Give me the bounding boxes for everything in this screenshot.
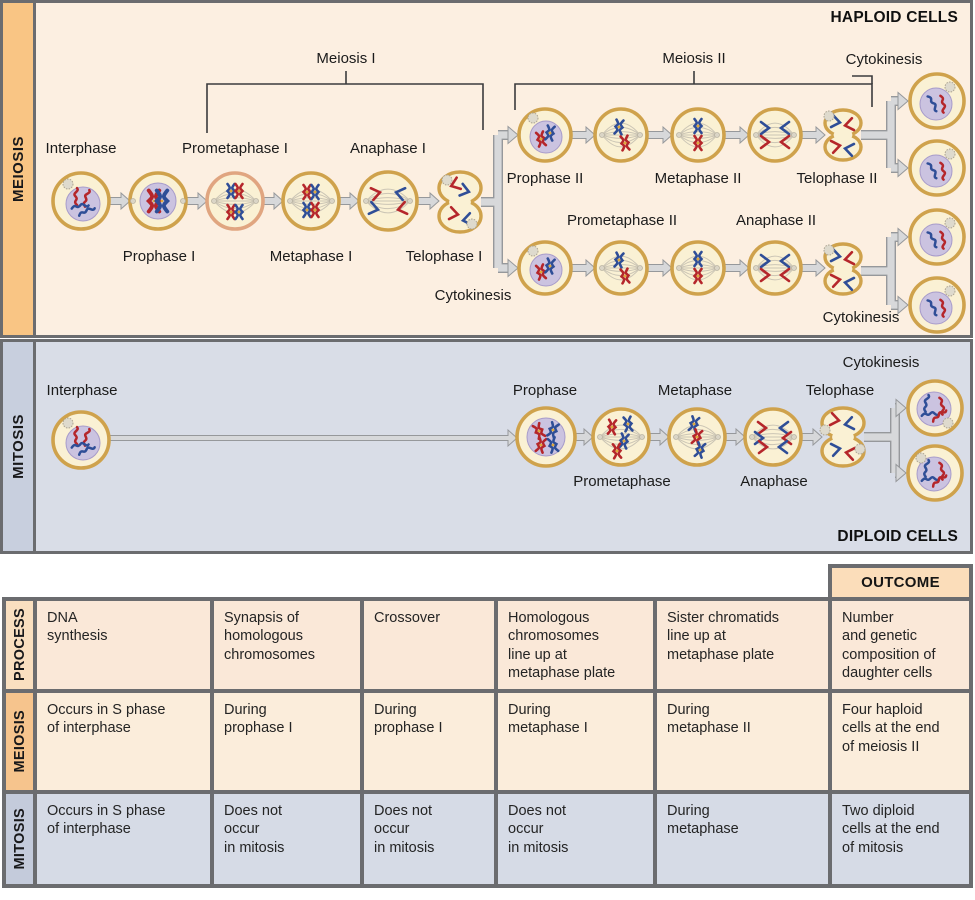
table-cell: Occurs in S phase of interphase — [37, 794, 210, 884]
table-row-header-mitosis: MITOSIS — [6, 794, 33, 884]
table-cell: Two diploid cells at the end of mitosis — [832, 794, 969, 884]
table-cell: During metaphase I — [498, 693, 653, 790]
table-cell: Does not occur in mitosis — [214, 794, 360, 884]
stage-label-interphase-mitosis: Interphase — [46, 382, 118, 399]
table-cell: During prophase I — [364, 693, 494, 790]
stage-label-prometaphase1: Prometaphase I — [182, 140, 288, 157]
meiosis1-group-label: Meiosis I — [316, 50, 376, 67]
table-row-header-text: MITOSIS — [11, 808, 28, 870]
table-cell: DNA synthesis — [37, 601, 210, 689]
outcome-header: OUTCOME — [828, 564, 973, 597]
table-cell: Number and genetic composition of daught… — [832, 601, 969, 689]
table-cell: During prophase I — [214, 693, 360, 790]
table-cell: Four haploid cells at the end of meiosis… — [832, 693, 969, 790]
table-cell: Synapsis of homologous chromosomes — [214, 601, 360, 689]
meiosis-sidebar: MEIOSIS — [3, 3, 36, 335]
mitosis-sidebar: MITOSIS — [3, 342, 36, 551]
stage-label-interphase-meiosis: Interphase — [45, 140, 117, 157]
mitosis-sidebar-label: MITOSIS — [9, 414, 27, 479]
table-cell: Does not occur in mitosis — [498, 794, 653, 884]
meiosis2-group-label: Meiosis II — [662, 50, 726, 67]
table-cell: During metaphase — [657, 794, 828, 884]
diploid-cells-label: DIPLOID CELLS — [837, 528, 958, 545]
table-cell: During metaphase II — [657, 693, 828, 790]
table-row-header-meiosis: MEIOSIS — [6, 693, 33, 790]
meiosis-sidebar-label: MEIOSIS — [9, 135, 27, 202]
table-cell: Does not occur in mitosis — [364, 794, 494, 884]
table-row-header-text: PROCESS — [11, 608, 28, 682]
mitosis-panel: MITOSIS — [0, 339, 973, 554]
stage-label-prophase2: Prophase II — [506, 170, 584, 187]
table-cell: Occurs in S phase of interphase — [37, 693, 210, 790]
table-row-header-text: MEIOSIS — [11, 710, 28, 773]
table-cell: Crossover — [364, 601, 494, 689]
stage-label-prometaphase2: Prometaphase II — [566, 212, 678, 229]
stage-label-cytokinesis-top: Cytokinesis — [845, 51, 923, 68]
stage-label-cytokinesis-mitosis: Cytokinesis — [842, 354, 920, 371]
stage-label-anaphase-mitosis: Anaphase — [740, 473, 808, 490]
stage-label-telophase1: Telophase I — [405, 248, 483, 265]
table-row-header-process: PROCESS — [6, 601, 33, 689]
stage-label-metaphase2: Metaphase II — [654, 170, 742, 187]
stage-label-anaphase1: Anaphase I — [350, 140, 426, 157]
table-cell: Sister chromatids line up at metaphase p… — [657, 601, 828, 689]
stage-label-cytokinesis-bottom: Cytokinesis — [822, 309, 900, 326]
stage-label-prophase-mitosis: Prophase — [512, 382, 578, 399]
stage-label-metaphase-mitosis: Metaphase — [657, 382, 733, 399]
stage-label-telophase2: Telophase II — [796, 170, 878, 187]
stage-label-metaphase1: Metaphase I — [269, 248, 353, 265]
stage-label-anaphase2: Anaphase II — [735, 212, 817, 229]
stage-label-telophase-mitosis: Telophase — [805, 382, 875, 399]
haploid-cells-label: HAPLOID CELLS — [830, 9, 958, 26]
stage-label-prometaphase-mitosis: Prometaphase — [573, 473, 671, 490]
stage-label-cytokinesis-mid: Cytokinesis — [434, 287, 512, 304]
table-cell: Homologous chromosomes line up at metaph… — [498, 601, 653, 689]
stage-label-prophase1: Prophase I — [122, 248, 196, 265]
